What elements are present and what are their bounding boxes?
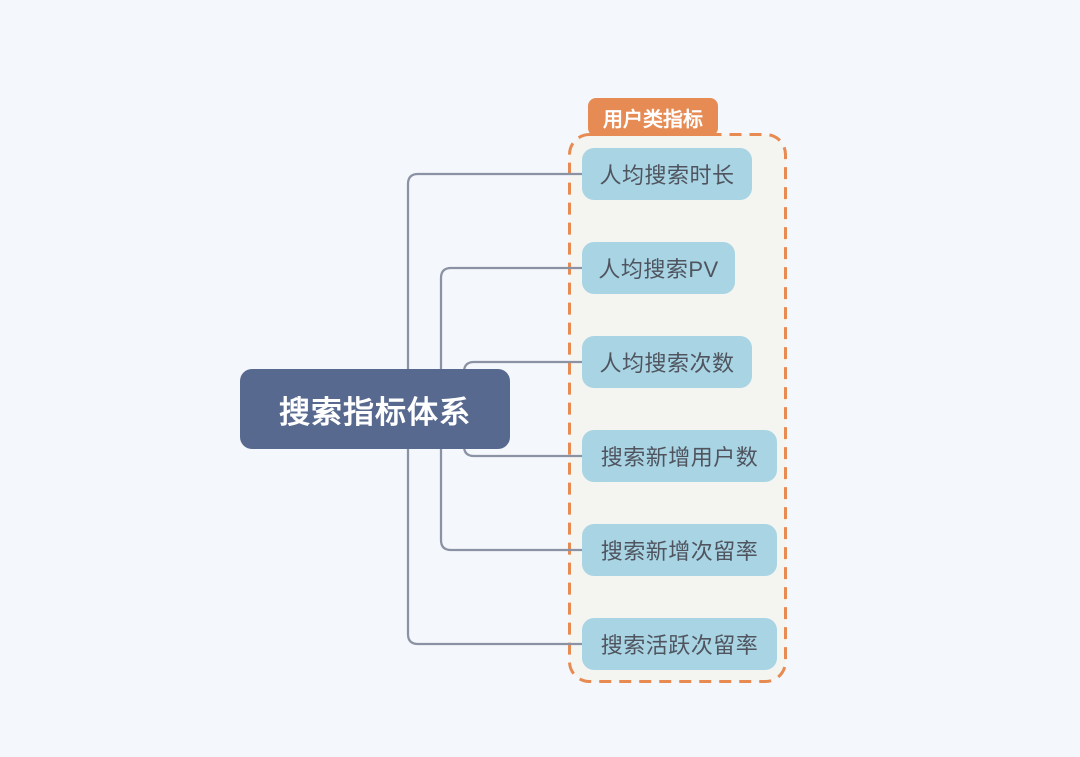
connector-line-avg-search-duration xyxy=(406,172,584,412)
metric-node-avg-search-count[interactable]: 人均搜索次数 xyxy=(582,336,752,388)
metric-node-new-user-next-day-retention[interactable]: 搜索新增次留率 xyxy=(582,524,777,576)
metric-node-avg-search-pv[interactable]: 人均搜索PV xyxy=(582,242,735,294)
root-node-search-metric-system[interactable]: 搜索指标体系 xyxy=(240,369,510,449)
metric-node-avg-search-duration[interactable]: 人均搜索时长 xyxy=(582,148,752,200)
connector-line-avg-search-pv xyxy=(439,266,584,412)
connector-line-active-user-retention xyxy=(406,408,584,646)
group-label-user-metrics[interactable]: 用户类指标 xyxy=(588,98,718,136)
metric-node-new-search-users[interactable]: 搜索新增用户数 xyxy=(582,430,777,482)
metric-node-active-user-next-day-retention[interactable]: 搜索活跃次留率 xyxy=(582,618,777,670)
group-dashed-border xyxy=(568,133,787,683)
connector-line-new-user-retention xyxy=(439,408,584,552)
